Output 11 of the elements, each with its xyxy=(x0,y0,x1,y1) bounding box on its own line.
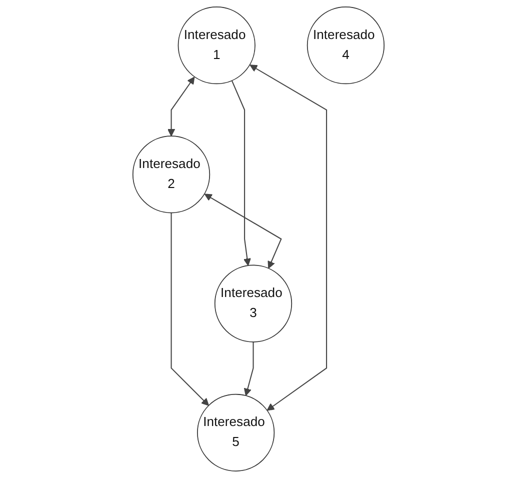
arrow xyxy=(204,194,282,269)
node-circle: Interesado 4 xyxy=(306,6,385,84)
arrow xyxy=(167,76,195,136)
arrow xyxy=(170,212,210,406)
arrow xyxy=(250,64,328,411)
node-circle: Interesado 5 xyxy=(197,394,275,472)
arrow xyxy=(231,80,251,266)
node-circle: Interesado 1 xyxy=(178,6,256,84)
node-circle: Interesado 2 xyxy=(132,136,210,214)
arrow xyxy=(244,342,254,396)
node-circle: Interesado 3 xyxy=(214,264,292,342)
